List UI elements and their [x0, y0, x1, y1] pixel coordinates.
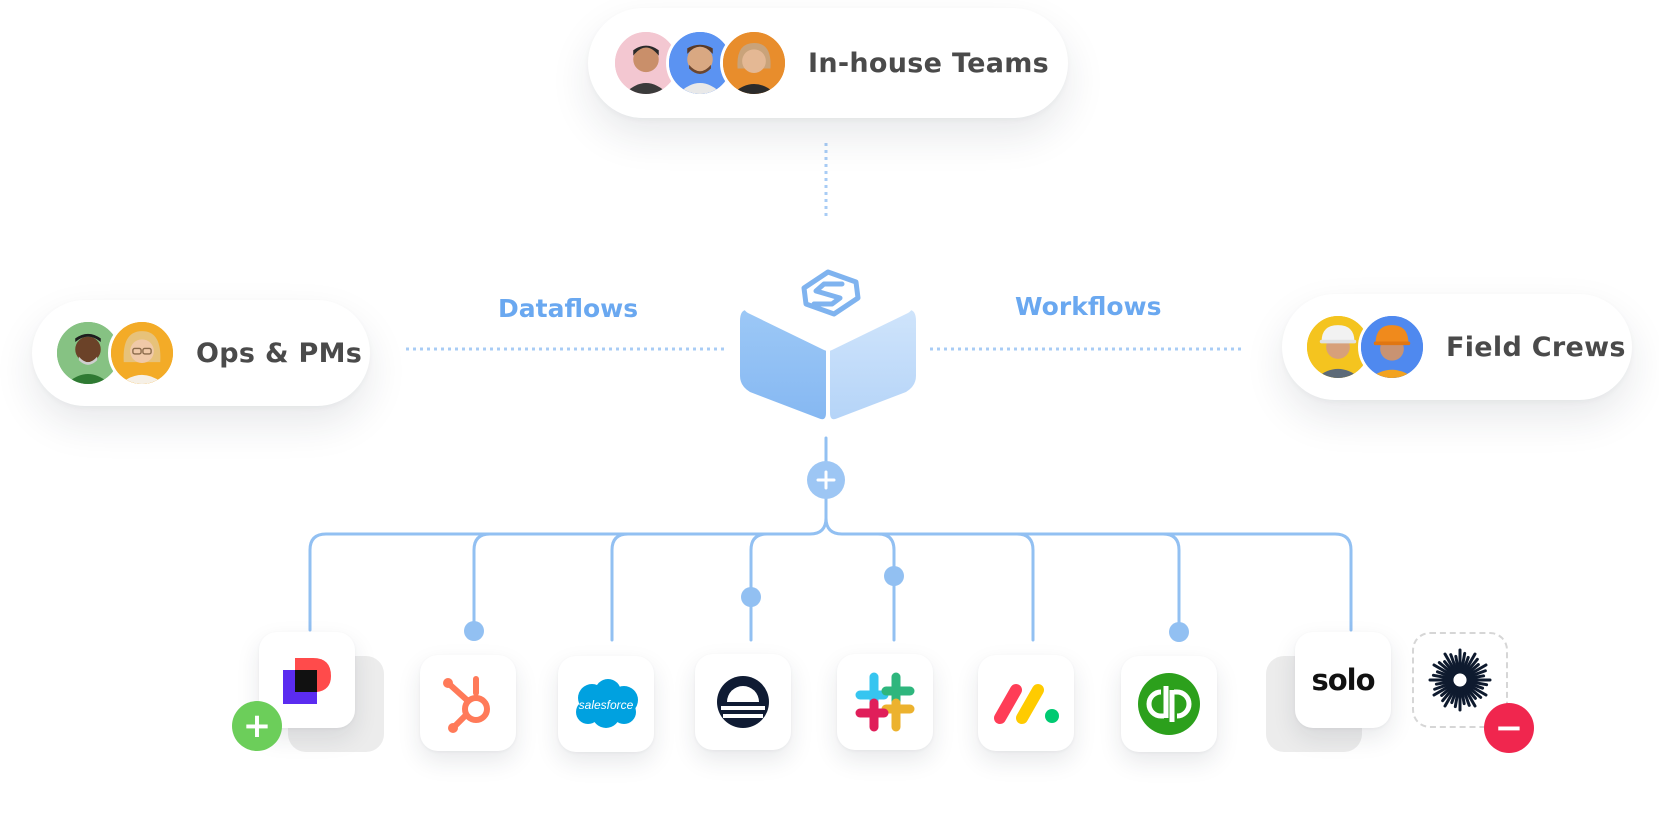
avatar [720, 29, 788, 97]
sunburst-ray [1466, 669, 1487, 679]
sunburst-ray [1434, 679, 1454, 686]
node-dot [464, 621, 484, 641]
sunburst-ray [1437, 661, 1456, 677]
integration-tile-slack[interactable] [837, 654, 933, 750]
sunrise-logo-icon [717, 676, 769, 728]
integration-tile-hubspot[interactable] [420, 655, 516, 751]
sunburst-ray [1465, 663, 1488, 678]
sunburst-logo-icon [1428, 648, 1492, 712]
sunburst-ray [1466, 681, 1485, 690]
sunburst-ray [1464, 663, 1480, 677]
integration-tile-mural[interactable] [259, 632, 355, 728]
add-connection-button[interactable] [807, 461, 845, 499]
avatar [108, 319, 176, 387]
sunburst-ray [1432, 682, 1455, 697]
dataflows-label: Dataflows [498, 294, 639, 323]
node-dot [1169, 622, 1189, 642]
sunburst-ray [1443, 660, 1457, 676]
branch-slack [876, 532, 896, 642]
group-label: Ops & PMs [196, 337, 363, 369]
in-house-teams-pill[interactable]: In-house Teams [588, 8, 1068, 118]
group-label: Field Crews [1446, 331, 1626, 363]
sunburst-ray [1450, 686, 1459, 705]
sunburst-ray [1443, 685, 1458, 708]
integration-tile-solo[interactable]: solo [1295, 632, 1391, 728]
avatar [1358, 313, 1426, 381]
sunburst-ray [1431, 673, 1454, 681]
sunburst-ray [1462, 685, 1477, 708]
center-cube [740, 262, 916, 420]
tree-right [824, 516, 1353, 632]
sunburst-ray [1463, 684, 1477, 700]
avatar-group [1304, 313, 1426, 381]
sunburst-ray [1461, 655, 1470, 674]
sunburst-ray [1465, 682, 1488, 697]
sunburst-ray [1464, 683, 1483, 699]
integration-tile-monday[interactable] [978, 655, 1074, 751]
sunburst-ray [1454, 654, 1461, 674]
avatar-group [612, 29, 788, 97]
tree-trunk [308, 436, 828, 632]
branch-salesforce [610, 532, 630, 642]
solo-logo-icon: solo [1311, 663, 1375, 697]
add-integration-button[interactable]: + [232, 701, 282, 751]
integration-tile-sunburst[interactable] [1412, 632, 1508, 728]
field-crews-pill[interactable]: Field Crews [1282, 294, 1632, 400]
branch-quickbooks [1161, 532, 1181, 632]
sunburst-ray [1449, 653, 1459, 674]
monday-logo-icon [994, 684, 1059, 724]
quickbooks-logo-icon [1138, 673, 1200, 735]
sunburst-ray [1453, 686, 1461, 709]
mural-logo-icon [283, 658, 331, 704]
sunburst-ray [1432, 663, 1455, 678]
salesforce-logo-icon: salesforce [576, 679, 638, 728]
hubspot-logo-icon [443, 676, 490, 733]
node-dot [741, 587, 761, 607]
workflows-label: Workflows [1015, 292, 1162, 321]
sunburst-ray [1443, 652, 1458, 675]
slack-logo-icon [855, 672, 915, 732]
integration-tile-salesforce[interactable]: salesforce [558, 656, 654, 752]
sunburst-ray [1463, 657, 1479, 676]
avatar-group [54, 319, 176, 387]
sunburst-ray [1459, 686, 1466, 706]
integration-tile-sunrise[interactable] [695, 654, 791, 750]
sunburst-ray [1435, 670, 1454, 679]
sunburst-ray [1459, 651, 1467, 674]
branch-hubspot [472, 532, 492, 632]
ops-pms-pill[interactable]: Ops & PMs [32, 300, 370, 406]
sunburst-ray [1466, 679, 1489, 687]
salesforce-wordmark: salesforce [579, 698, 634, 712]
hexagon-s-logo-icon [801, 269, 861, 317]
remove-integration-button[interactable]: − [1484, 703, 1534, 753]
node-dot [884, 566, 904, 586]
group-label: In-house Teams [808, 47, 1050, 79]
sunburst-ray [1441, 684, 1457, 703]
branch-sunrise [749, 532, 769, 642]
integration-tile-quickbooks[interactable] [1121, 656, 1217, 752]
sunburst-ray [1461, 686, 1471, 707]
sunburst-ray [1440, 683, 1456, 697]
sunburst-ray [1433, 681, 1454, 691]
branch-monday [1015, 532, 1035, 642]
sunburst-ray [1466, 674, 1486, 681]
sunburst-ray [1462, 652, 1477, 675]
